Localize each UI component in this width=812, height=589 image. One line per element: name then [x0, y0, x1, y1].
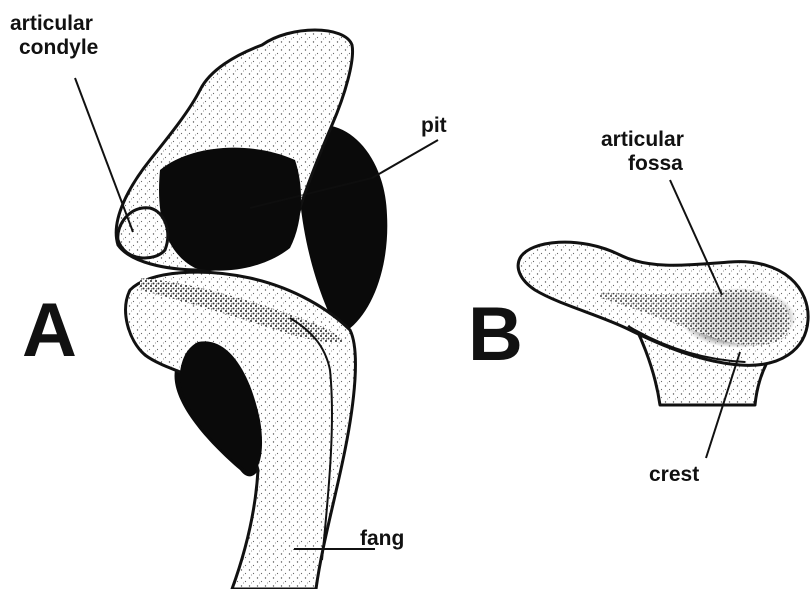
head-dark-area: [159, 148, 301, 271]
panel-b-letter: B: [468, 292, 523, 377]
panel-b-drawing: articular fossa crest B: [468, 128, 808, 486]
articular-fossa-label-line1: articular: [601, 128, 684, 151]
panel-a-letter: A: [22, 288, 77, 373]
articular-fossa-label-line2: fossa: [628, 152, 683, 175]
pit-label: pit: [421, 114, 447, 137]
crest-label: crest: [649, 463, 699, 486]
articular-condyle-label-line2: condyle: [19, 36, 98, 59]
articular-condyle-label-line1: articular: [10, 12, 93, 35]
panel-a-drawing: articular condyle pit fang A: [10, 12, 447, 589]
fang-label: fang: [360, 527, 404, 550]
condyle-leader-line: [75, 78, 133, 232]
pit-leader-line: [372, 140, 438, 178]
